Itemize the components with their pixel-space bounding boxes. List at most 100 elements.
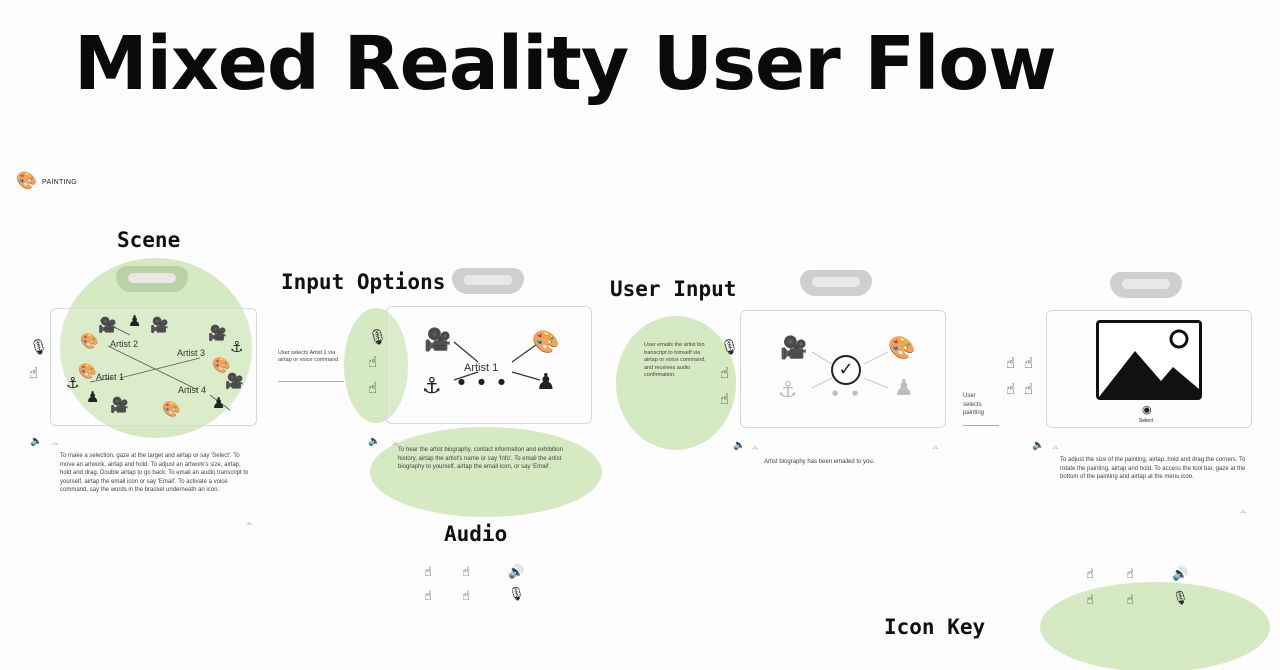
- scene-label: Scene: [117, 228, 181, 252]
- microphone-icon: 🎙: [368, 328, 388, 346]
- email-icon[interactable]: ●: [478, 377, 485, 386]
- microphone-icon: 🎙: [1172, 591, 1189, 606]
- input-options-lines: [453, 341, 541, 381]
- camera-icon: 🎥: [424, 328, 452, 353]
- scene-panel: [50, 308, 257, 426]
- select-label[interactable]: Select: [1139, 418, 1153, 424]
- palette-icon: 🎨: [212, 356, 231, 374]
- person-icon: ♟: [894, 376, 914, 401]
- icon-key-label: Icon Key: [884, 615, 986, 639]
- palette-icon: 🎨: [80, 332, 99, 350]
- select-icon[interactable]: ◉: [1142, 403, 1152, 416]
- input-options-highlight: [344, 308, 408, 423]
- input-options-side-note: User selects Artist 1 via airtap or voic…: [278, 350, 339, 363]
- input-options-label: Input Options: [281, 270, 446, 294]
- close-icon[interactable]: ●: [498, 377, 505, 386]
- painting-audio-text: To adjust the size of the painting, airt…: [1060, 457, 1246, 480]
- panel-corner-mark: ⌟⌞: [52, 439, 59, 446]
- sculpture-icon: ⚓: [230, 338, 244, 356]
- person-icon: ♟: [128, 312, 142, 330]
- hand-icon: ☝: [1024, 380, 1034, 398]
- hand-icon: ☝: [368, 379, 378, 397]
- painting-headset: [1104, 272, 1188, 298]
- microphone-icon: 🎙: [29, 338, 49, 356]
- user-input-side-note: User emails the artist bio transcript to…: [644, 342, 706, 378]
- panel-corner-mark: ⌟⌞: [1052, 443, 1059, 450]
- camera-icon: 🎥: [225, 372, 244, 390]
- sculpture-icon: ⚓: [66, 374, 80, 392]
- speaker-icon: 🔊: [1172, 567, 1189, 582]
- scene-instructions: To make a selection, gaze at the target …: [60, 453, 249, 493]
- info-icon: ●: [832, 389, 839, 397]
- microphone-icon: 🎙: [508, 587, 525, 602]
- person-icon: ♟: [86, 388, 100, 406]
- palette-icon: 🎨: [532, 330, 560, 355]
- page-title: Mixed Reality User Flow: [74, 21, 1057, 107]
- palette-icon: 🎨: [888, 336, 916, 361]
- person-icon: ♟: [212, 394, 226, 412]
- user-input-panel: [740, 310, 946, 428]
- input-options-headset: [446, 268, 530, 294]
- speaker-icon: 🔈: [30, 436, 43, 447]
- checkmark-icon: ✓: [831, 355, 861, 385]
- palette-icon: 🎨: [16, 171, 38, 191]
- camera-icon: 🎥: [98, 316, 117, 334]
- user-input-highlight: [616, 316, 736, 450]
- scene-network-lines: [89, 319, 231, 411]
- hand-icon: ☝: [720, 390, 730, 408]
- panel-corner-mark: ⌟⌞: [1240, 507, 1247, 514]
- painting-side-note: User selects painting: [963, 393, 985, 416]
- hand-icon: ☝: [462, 589, 470, 604]
- side-note-rule: [963, 425, 999, 426]
- hand-icon: ☝: [720, 364, 730, 382]
- user-input-label: User Input: [610, 277, 737, 301]
- panel-corner-mark: ⌟⌞: [392, 439, 399, 446]
- camera-icon: 🎥: [150, 316, 169, 334]
- artist-4-label[interactable]: Artist 4: [178, 385, 207, 395]
- palette-icon: 🎨: [78, 362, 97, 380]
- hand-icon: ☝: [29, 364, 39, 382]
- scene-headset: [110, 266, 194, 292]
- speaker-icon: 🔈: [368, 436, 381, 447]
- speaker-icon: 🔊: [508, 565, 525, 580]
- audio-label: Audio: [444, 522, 508, 546]
- sculpture-icon: ⚓: [778, 378, 798, 403]
- person-icon: ♟: [536, 370, 556, 395]
- hand-icon: ☝: [1126, 593, 1134, 608]
- user-input-headset: [794, 270, 878, 296]
- panel-corner-mark: ⌟⌞: [246, 519, 253, 526]
- hand-icon: ☝: [1126, 567, 1134, 582]
- camera-icon: 🎥: [208, 324, 227, 342]
- artist-3-label[interactable]: Artist 3: [177, 348, 206, 358]
- image-icon[interactable]: [1096, 320, 1202, 400]
- input-options-audio-text: To hear the artist biography, contact in…: [398, 447, 563, 470]
- input-options-panel: [386, 306, 592, 424]
- user-input-audio-text: Artist biography has been emailed to you…: [764, 459, 875, 465]
- mountain-graphic: [1099, 329, 1199, 397]
- artist-1-label[interactable]: Artist 1: [96, 372, 125, 382]
- hand-icon: ☝: [462, 565, 470, 580]
- hand-icon: ☝: [424, 565, 432, 580]
- user-input-lines: [811, 351, 889, 389]
- camera-icon: 🎥: [780, 336, 808, 361]
- panel-corner-mark: ⌟⌞: [752, 443, 759, 450]
- speaker-icon: 🔈: [1032, 440, 1045, 451]
- breadcrumb-label: PAINTING: [42, 179, 77, 186]
- icon-key-highlight: [1040, 582, 1270, 670]
- palette-icon: 🎨: [162, 400, 181, 418]
- sculpture-icon: ⚓: [422, 374, 442, 399]
- hand-icon: ☝: [1006, 380, 1016, 398]
- hand-icon: ☝: [424, 589, 432, 604]
- side-note-rule: [278, 381, 344, 382]
- hand-icon: ☝: [1086, 567, 1094, 582]
- info-icon[interactable]: ●: [458, 377, 465, 386]
- camera-icon: 🎥: [110, 396, 129, 414]
- microphone-icon: 🎙: [720, 338, 740, 356]
- speaker-icon: 🔈: [733, 440, 746, 451]
- panel-corner-mark: ⌟⌞: [932, 443, 939, 450]
- hand-icon: ☝: [368, 353, 378, 371]
- artist-1-selected-label[interactable]: Artist 1: [464, 362, 499, 374]
- hand-icon: ☝: [1024, 354, 1034, 372]
- artist-2-label[interactable]: Artist 2: [110, 339, 139, 349]
- hand-icon: ☝: [1086, 593, 1094, 608]
